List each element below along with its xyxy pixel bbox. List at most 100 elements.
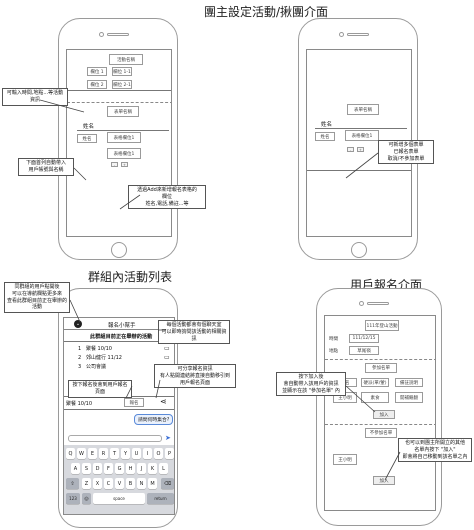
add-button[interactable]: + xyxy=(121,162,128,167)
join-button[interactable]: 加入 xyxy=(373,410,395,419)
sheet-name-field[interactable]: 表單名稱 xyxy=(107,106,139,117)
table-column-1[interactable]: 表格欄位1 xyxy=(345,130,379,141)
name-header: 姓名 xyxy=(83,124,95,130)
cell-diet: 素食 xyxy=(361,392,389,403)
key-o[interactable]: O xyxy=(154,448,163,459)
note-join: 按下加入後會自動帶入該用戶的資訊並顯示在該 "參加名單" 內 xyxy=(276,372,346,397)
event-item-2[interactable]: 2 郊山健行 11/12 xyxy=(78,355,122,361)
callout-signup xyxy=(125,385,133,399)
key-v[interactable]: V xyxy=(115,478,124,489)
callout-members xyxy=(69,299,81,323)
join-button-2[interactable]: 加入 xyxy=(373,476,395,485)
key-p[interactable]: P xyxy=(165,448,174,459)
key-f[interactable]: F xyxy=(104,463,113,474)
key-q[interactable]: Q xyxy=(66,448,75,459)
title-group-list: 群組內活動列表 xyxy=(88,270,173,284)
key-a[interactable]: A xyxy=(71,463,80,474)
callout-add-fields xyxy=(119,194,141,210)
activity-title: 111年登山活動 xyxy=(365,320,399,331)
chat-icon-2[interactable]: ▭ xyxy=(164,354,170,361)
activity-name-field[interactable]: 活動名稱 xyxy=(109,54,143,65)
camera-icon xyxy=(339,32,344,37)
col-diet: 硬派(單/葷) xyxy=(361,378,389,387)
key-b[interactable]: B xyxy=(126,478,135,489)
shift-key[interactable]: ⇧ xyxy=(66,478,79,489)
callout-auto-fill xyxy=(73,167,87,181)
home-button[interactable] xyxy=(351,242,367,258)
table-column-1-row2[interactable]: 表格欄位1 xyxy=(107,148,141,159)
key-i[interactable]: I xyxy=(143,448,152,459)
note-share: 可分享報名資訊有人點開連結將直接自動移引到用戶報名頁面 xyxy=(154,364,236,389)
space-key[interactable]: space xyxy=(93,493,145,504)
key-r[interactable]: R xyxy=(99,448,108,459)
time-label: 時間 xyxy=(329,337,338,342)
home-button[interactable] xyxy=(111,242,127,258)
table-column-1[interactable]: 表格欄位1 xyxy=(107,132,141,143)
camera-icon xyxy=(99,32,104,37)
send-icon[interactable]: ➤ xyxy=(165,434,171,442)
field-2-1[interactable]: 欄位 2-1 xyxy=(112,80,132,89)
key-h[interactable]: H xyxy=(126,463,135,474)
name-header: 姓名 xyxy=(321,122,333,128)
share-icon[interactable]: ⋖ xyxy=(160,397,167,406)
screen-signup: 111年登山活動 時間 111/12/15 地點 草尾嶺 參加名單 姓名 硬派(… xyxy=(324,315,436,511)
collapse-icon[interactable]: ⌄ xyxy=(74,320,82,328)
key-l[interactable]: L xyxy=(159,463,168,474)
remove-button[interactable]: - xyxy=(347,147,354,152)
key-n[interactable]: N xyxy=(137,478,146,489)
title-main: 團主設定活動/揪團介面 xyxy=(204,5,329,19)
signed-sheet-title: 參加名單 xyxy=(365,363,397,373)
callout-input-info xyxy=(39,99,85,113)
key-c[interactable]: C xyxy=(104,478,113,489)
field-1[interactable]: 欄位 1 xyxy=(87,67,107,76)
globe-key[interactable]: ◎ xyxy=(82,493,91,504)
key-k[interactable]: K xyxy=(148,463,157,474)
signup-button[interactable]: 報名 xyxy=(124,398,144,407)
time-value: 111/12/15 xyxy=(349,334,379,343)
screen-group-list: ⌄ 報名小幫手 此群組目前正在舉辦的活動 1 聚餐 10/10 2 郊山健行 1… xyxy=(63,317,175,515)
add-button[interactable]: + xyxy=(357,147,364,152)
key-s[interactable]: S xyxy=(82,463,91,474)
event-item-3[interactable]: 3 公司會議 xyxy=(78,364,106,370)
phone-organizer-setup: 活動名稱 欄位 1 欄位 1-1 欄位 2 欄位 2-1 表單名稱 姓名 姓名 … xyxy=(58,18,178,260)
key-m[interactable]: M xyxy=(148,478,157,489)
col-note: 備註說明 xyxy=(395,378,423,387)
chat-bubble: 請問何時集合? xyxy=(134,414,174,425)
sheet-name-field[interactable]: 表單名稱 xyxy=(347,104,379,115)
key-g[interactable]: G xyxy=(115,463,124,474)
note-auto-fill: 下面首列自動帶入用戶帳號與名稱 xyxy=(18,158,74,176)
remove-button[interactable]: - xyxy=(111,162,118,167)
not-join-name: 王小明 xyxy=(333,454,357,465)
chat-icon-1[interactable]: ▭ xyxy=(164,345,170,352)
note-switch-sheet: 也可以到團主所開立的其他名單內按下 "加入"即會將自己移動到該名單之內 xyxy=(398,438,472,463)
key-x[interactable]: X xyxy=(93,478,102,489)
backspace-key[interactable]: ⌫ xyxy=(161,478,174,489)
return-key[interactable]: return xyxy=(147,493,174,504)
callout-share xyxy=(155,379,161,399)
key-d[interactable]: D xyxy=(93,463,102,474)
note-input-info: 可輸入時間,地點...等活動資訊 xyxy=(2,88,68,106)
note-chatroom: 每個活動都會有個聊天室可以即時詢問該活動的相關資訊 xyxy=(158,320,230,345)
speaker-icon xyxy=(347,33,369,36)
speaker-icon xyxy=(107,33,129,36)
keyboard: Q W E R T Y U I O P A S D F G H J K L ⇧ … xyxy=(64,445,174,514)
message-input[interactable] xyxy=(68,435,162,442)
key-y[interactable]: Y xyxy=(121,448,130,459)
camera-icon xyxy=(359,301,364,306)
event-item-1[interactable]: 1 聚餐 10/10 xyxy=(78,346,112,352)
key-j[interactable]: J xyxy=(137,463,146,474)
key-u[interactable]: U xyxy=(132,448,141,459)
name-cell: 姓名 xyxy=(315,132,335,141)
numbers-key[interactable]: 123 xyxy=(66,493,80,504)
key-z[interactable]: Z xyxy=(82,478,91,489)
note-add-fields: 透過Add來新增報名表格的欄位姓名,電話,備註...等 xyxy=(128,185,206,210)
field-2[interactable]: 欄位 2 xyxy=(87,80,107,89)
name-cell: 姓名 xyxy=(77,134,97,143)
callout-switch xyxy=(384,451,401,481)
phone-signup: 111年登山活動 時間 111/12/15 地點 草尾嶺 參加名單 姓名 硬派(… xyxy=(316,288,442,526)
field-1-1[interactable]: 欄位 1-1 xyxy=(112,67,132,76)
key-w[interactable]: W xyxy=(77,448,86,459)
key-t[interactable]: T xyxy=(110,448,119,459)
key-e[interactable]: E xyxy=(88,448,97,459)
